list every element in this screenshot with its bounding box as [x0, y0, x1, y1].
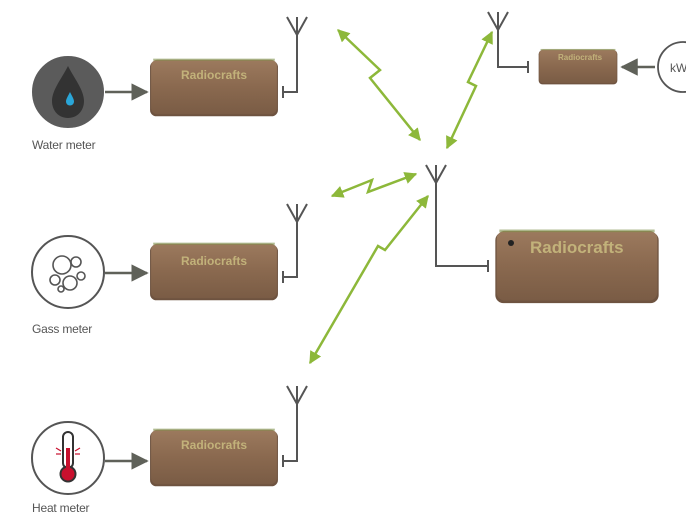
radio-link-icon	[337, 29, 421, 141]
antenna-icon	[283, 385, 308, 462]
gas-meter-label: Gass meter	[32, 322, 93, 336]
antenna-icon	[283, 16, 308, 93]
thermometer-icon	[55, 431, 81, 483]
module-brand-label: Radiocrafts	[530, 238, 624, 257]
radio-module-heat: Radiocrafts	[150, 428, 278, 487]
module-brand-label: Radiocrafts	[181, 438, 247, 452]
antenna-icon	[425, 164, 488, 267]
module-indicator-dot	[508, 240, 514, 246]
radio-module-gas: Radiocrafts	[150, 242, 278, 301]
module-brand-label: Radiocrafts	[181, 68, 247, 82]
connector-stubs	[282, 61, 529, 467]
water-drop-inner-icon	[66, 92, 74, 106]
electric-meter-icon-circle	[657, 41, 686, 93]
radio-link-icon	[308, 195, 429, 365]
water-drop-icon	[52, 66, 84, 118]
water-meter	[30, 54, 149, 130]
module-brand-label: Radiocrafts	[558, 53, 603, 62]
radio-module-concentrator: Radiocrafts	[495, 229, 659, 304]
gas-meter	[31, 235, 149, 309]
electric-meter-label: kW	[670, 61, 686, 75]
antenna-icon	[487, 11, 528, 68]
antenna-icon	[283, 203, 308, 278]
radio-module-electric: Radiocrafts	[538, 48, 618, 85]
module-brand-label: Radiocrafts	[181, 254, 247, 268]
heat-meter	[31, 421, 149, 495]
heat-meter-label: Heat meter	[32, 501, 90, 515]
bubbles-icon	[49, 255, 86, 293]
radio-module-water: Radiocrafts	[150, 58, 278, 117]
electric-meter: kW	[620, 41, 686, 93]
water-meter-label: Water meter	[32, 138, 96, 152]
radio-link-icon	[445, 30, 494, 150]
radio-link-icon	[330, 172, 418, 198]
